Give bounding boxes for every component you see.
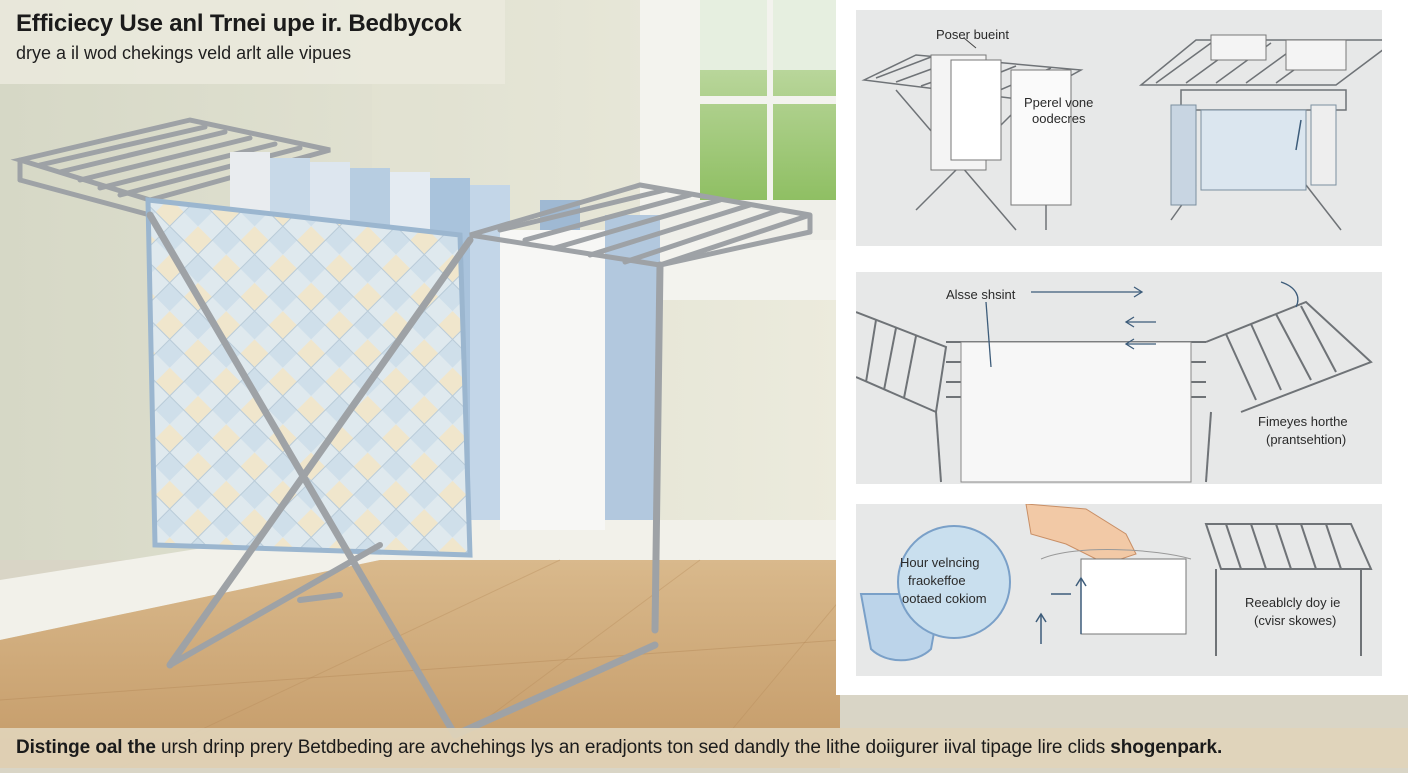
step-2-side-label-line1: Fimeyes horthe — [1258, 414, 1348, 429]
step-1-side-label-line1: Pperel vone — [1024, 95, 1094, 110]
step-1-illustration — [861, 34, 1382, 231]
caption-text: Distinge oal the ursh drinp prery Betdbe… — [16, 737, 1222, 759]
instruction-panel: Poser bueint Pperel vone oodecres — [836, 0, 1408, 695]
step-3-panel: Hour velncing fraokeffoe ootaed cokiom R… — [856, 504, 1382, 676]
page-title: Efficiecy Use anl Trnei upe ir. Bedbycok — [16, 10, 462, 37]
step-3-circle-label-line2: fraokeffoe — [908, 573, 966, 588]
title-box: Efficiecy Use anl Trnei upe ir. Bedbycok… — [0, 0, 505, 84]
caption-body: ursh drinp prery Betdbeding are avchehin… — [155, 737, 1111, 758]
step-1-side-label-line2: oodecres — [1032, 111, 1086, 126]
step-2-illustration — [856, 281, 1373, 483]
step-2-side-label-line2: (prantsehtion) — [1266, 432, 1347, 447]
step-3-side-label-line1: Reeablcly doy ie — [1245, 595, 1341, 610]
step-3-circle-label-line1: Hour velncing — [900, 555, 980, 570]
step-1-panel: Poser bueint Pperel vone oodecres — [856, 10, 1382, 246]
step-3-circle-label-line3: ootaed cokiom — [902, 591, 987, 606]
step-3-side-label-line2: (cvisr skowes) — [1254, 613, 1337, 628]
step-1-top-label: Poser bueint — [936, 27, 1009, 42]
page-subtitle: drye a il wod chekings veld arlt alle vi… — [16, 43, 352, 63]
caption-lead: Distinge oal the — [16, 737, 156, 758]
step-2-panel: Alsse shsint Fimeyes horthe (prantsehtio… — [856, 272, 1382, 484]
caption-bar: Distinge oal the ursh drinp prery Betdbe… — [0, 728, 1408, 768]
step-2-top-label: Alsse shsint — [946, 287, 1016, 302]
caption-tail: shogenpark. — [1110, 737, 1223, 758]
step-3-illustration — [859, 504, 1373, 662]
